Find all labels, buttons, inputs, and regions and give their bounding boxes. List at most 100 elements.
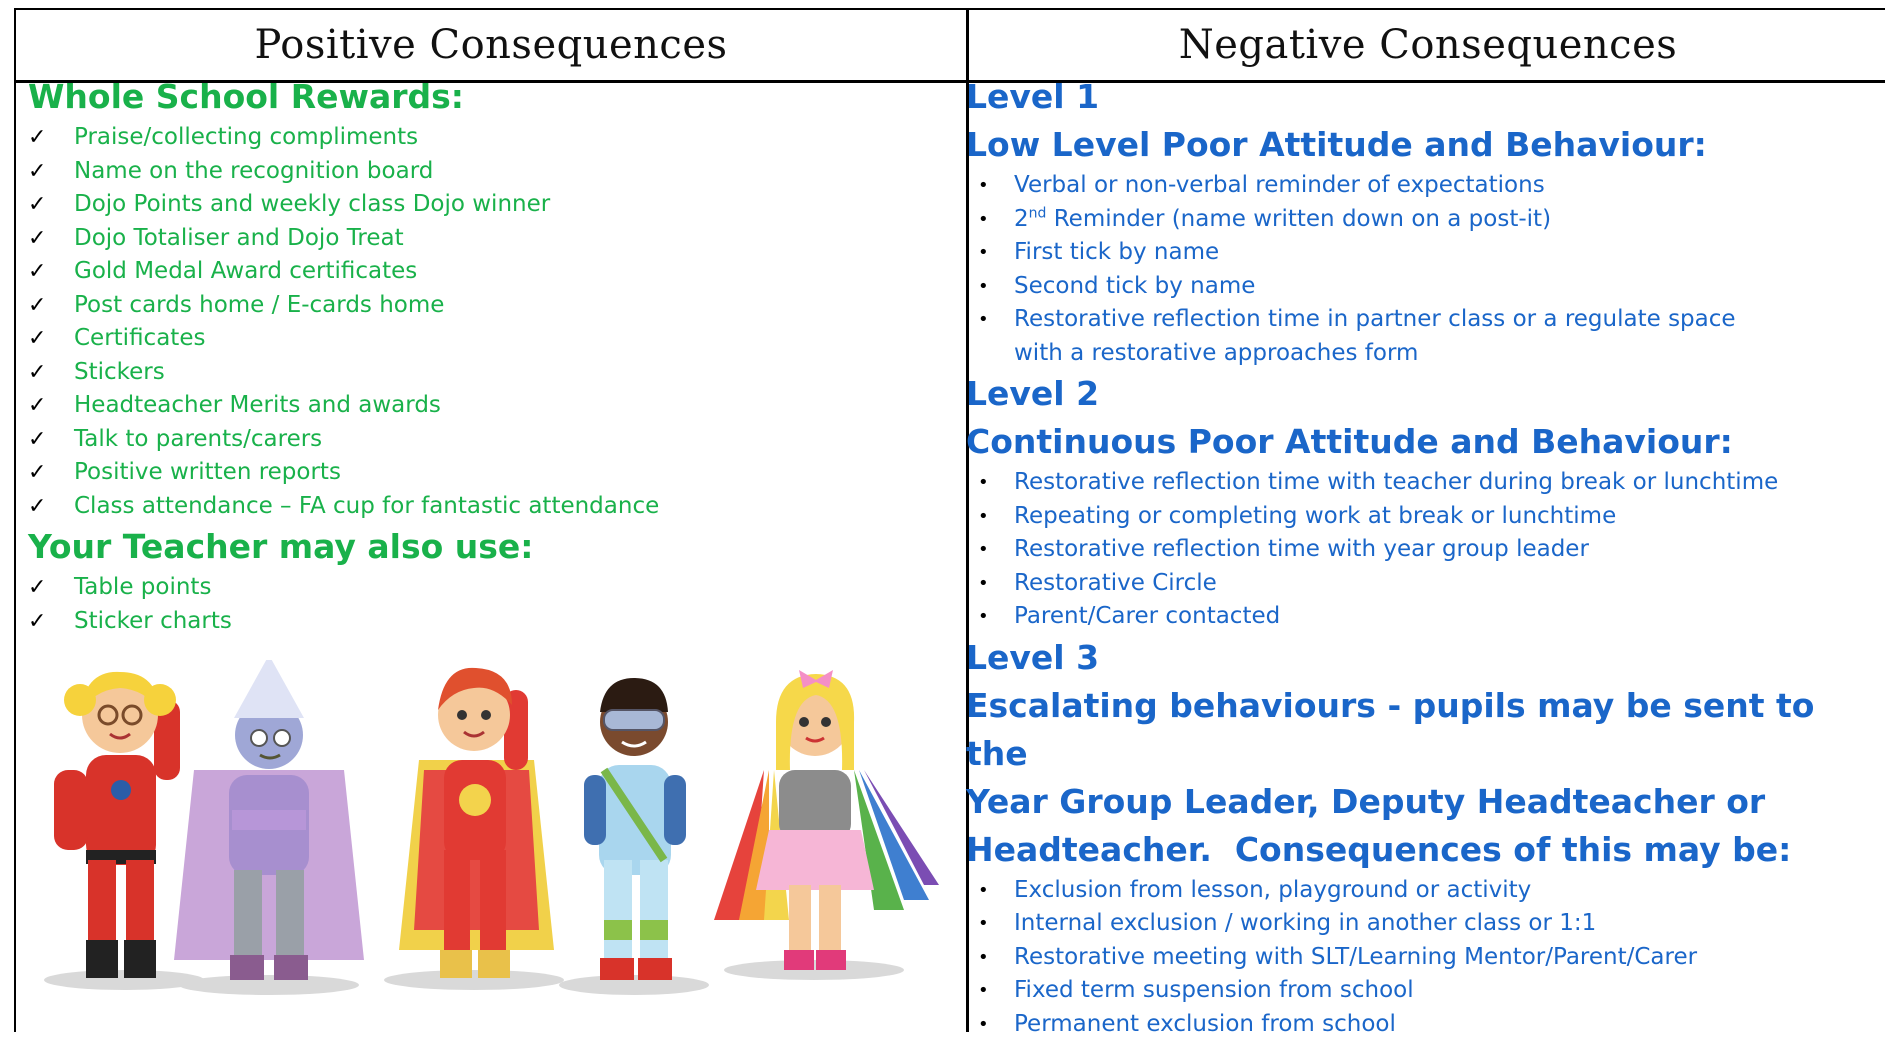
level2-list: •Restorative reflection time with teache… (966, 466, 1866, 634)
list-item: • Exclusion from lesson, playground or ac… (966, 874, 1866, 908)
list-item: ✓ Talk to parents/carers (28, 423, 944, 457)
list-item-text: Reminder (name written down on a post-it… (1046, 206, 1551, 232)
level2-title: Level 2 (966, 370, 1866, 418)
level3-title: Level 3 (966, 634, 1866, 682)
list-item: ✓ Name on the recognition board (28, 155, 944, 189)
list-item: ✓Dojo Points and weekly class Dojo winne… (28, 188, 944, 222)
positive-column: Whole School Rewards: ✓ Praise/collecting… (14, 73, 944, 638)
level3-list: • Exclusion from lesson, playground or ac… (966, 874, 1866, 1041)
list-item-text: Certificates (74, 325, 205, 351)
list-item: • Restorative reflection time in partner … (966, 303, 1784, 370)
bullet-icon: • (978, 203, 989, 237)
list-item: •Internal exclusion / working in another… (966, 907, 1866, 941)
list-item: •Restorative reflection time with teache… (966, 466, 1866, 500)
level3-heading-line1: Escalating behaviours - pupils may be se… (966, 682, 1866, 778)
list-item-text: Restorative reflection time in partner c… (1014, 306, 1736, 366)
negative-header: Negative Consequences (969, 10, 1885, 80)
list-item-text: 2 (1014, 206, 1029, 232)
teacher-list: ✓ Table points ✓ Sticker charts (28, 571, 944, 638)
bullet-icon: • (978, 567, 989, 601)
list-item-text: Headteacher Merits and awards (74, 392, 441, 418)
bullet-icon: • (978, 169, 989, 203)
list-item: •Repeating or completing work at break o… (966, 500, 1866, 534)
list-item-text: First tick by name (1014, 239, 1219, 265)
list-item-text: Class attendance – FA cup for fantastic … (74, 493, 659, 519)
level1-heading: Low Level Poor Attitude and Behaviour: (966, 121, 1866, 169)
list-item-text: Restorative reflection time with year gr… (1014, 536, 1589, 562)
list-item-text: Praise/collecting compliments (74, 124, 418, 150)
list-item: • Restorative meeting with SLT/Learning M… (966, 941, 1866, 975)
list-item: • Parent/Carer contacted (966, 600, 1866, 634)
bullet-icon: • (978, 270, 989, 304)
check-icon: ✓ (28, 490, 46, 524)
list-item: ✓ Gold Medal Award certificates (28, 255, 944, 289)
check-icon: ✓ (28, 255, 46, 289)
list-item-text: Exclusion from lesson, playground or act… (1014, 877, 1531, 903)
bullet-icon: • (978, 974, 989, 1008)
list-item: ✓ Class attendance – FA cup for fantastic… (28, 490, 944, 524)
list-item-text: Verbal or non-verbal reminder of expecta… (1014, 172, 1545, 198)
bullet-icon: • (978, 907, 989, 941)
list-item: ✓ Praise/collecting compliments (28, 121, 944, 155)
list-item-text: Restorative Circle (1014, 570, 1217, 596)
superhero-boy-goggles (559, 678, 709, 995)
list-item-text: Talk to parents/carers (74, 426, 322, 452)
check-icon: ✓ (28, 155, 46, 189)
list-item: • First tick by name (966, 236, 1866, 270)
list-item: • Permanent exclusion from school (966, 1008, 1866, 1041)
list-item-text: Table points (74, 574, 211, 600)
check-icon: ✓ (28, 389, 46, 423)
check-icon: ✓ (28, 289, 46, 323)
list-item: ✓ Post cards home / E-cards home (28, 289, 944, 323)
check-icon: ✓ (28, 322, 46, 356)
list-item-text: Positive written reports (74, 459, 341, 485)
bullet-icon: • (978, 466, 989, 500)
list-item: ✓ Headteacher Merits and awards (28, 389, 944, 423)
level2-heading: Continuous Poor Attitude and Behaviour: (966, 418, 1866, 466)
check-icon: ✓ (28, 222, 46, 256)
list-item: • 2nd Reminder (name written down on a po… (966, 203, 1866, 237)
list-item: • Verbal or non-verbal reminder of expect… (966, 169, 1866, 203)
check-icon: ✓ (28, 456, 46, 490)
list-item-text: Name on the recognition board (74, 158, 433, 184)
rewards-list: ✓ Praise/collecting compliments ✓ Name on t… (28, 121, 944, 523)
check-icon: ✓ (28, 121, 46, 155)
superhero-kids-illustration (24, 660, 944, 1000)
negative-column: Level 1 Low Level Poor Attitude and Beha… (966, 73, 1866, 1041)
list-item-text: Permanent exclusion from school (1014, 1011, 1396, 1037)
list-item-text: Post cards home / E-cards home (74, 292, 444, 318)
list-item-text: Parent/Carer contacted (1014, 603, 1280, 629)
list-item-text: Fixed term suspension from school (1014, 977, 1414, 1003)
list-item: ✓ Positive written reports (28, 456, 944, 490)
bullet-icon: • (978, 600, 989, 634)
bullet-icon: • (978, 303, 989, 337)
list-item: ✓Stickers (28, 356, 944, 390)
superhero-girl-cape (384, 668, 564, 990)
list-item-text: Restorative meeting with SLT/Learning Me… (1014, 944, 1697, 970)
bullet-icon: • (978, 1008, 989, 1041)
check-icon: ✓ (28, 605, 46, 639)
list-item-text: Gold Medal Award certificates (74, 258, 417, 284)
level3-heading-line3: Headteacher. Consequences of this may be… (966, 826, 1866, 874)
bullet-icon: • (978, 874, 989, 908)
bullet-icon: • (978, 941, 989, 975)
ordinal-suffix: nd (1029, 205, 1047, 221)
list-item-text: Dojo Totaliser and Dojo Treat (74, 225, 404, 251)
whole-school-rewards-heading: Whole School Rewards: (28, 73, 944, 121)
superhero-wizard-purple (174, 660, 364, 995)
level1-title: Level 1 (966, 73, 1866, 121)
positive-header: Positive Consequences (16, 10, 966, 80)
check-icon: ✓ (28, 423, 46, 457)
list-item: ✓ Certificates (28, 322, 944, 356)
list-item: ✓ Dojo Totaliser and Dojo Treat (28, 222, 944, 256)
list-item-text: Stickers (74, 359, 165, 385)
list-item-text: Sticker charts (74, 608, 232, 634)
check-icon: ✓ (28, 188, 46, 222)
list-item-text: Second tick by name (1014, 273, 1255, 299)
bullet-icon: • (978, 236, 989, 270)
list-item: • Second tick by name (966, 270, 1866, 304)
superhero-girl-rainbow (714, 670, 939, 980)
level1-list: • Verbal or non-verbal reminder of expect… (966, 169, 1866, 370)
check-icon: ✓ (28, 571, 46, 605)
list-item: •Restorative reflection time with year g… (966, 533, 1866, 567)
